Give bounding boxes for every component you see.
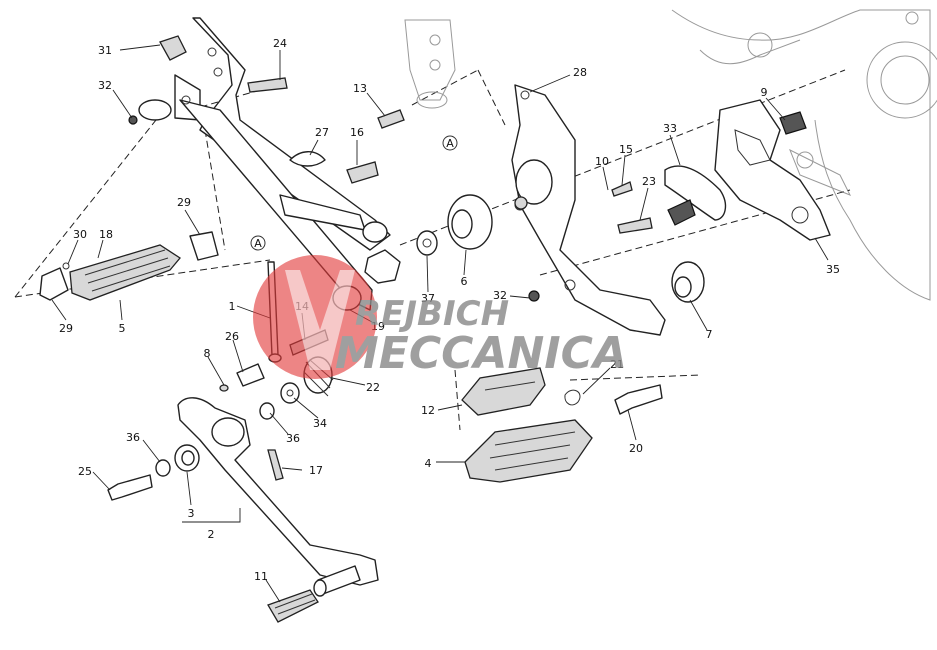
callout-2: 2 — [208, 528, 215, 541]
lever-tip-pad-11 — [267, 589, 319, 623]
bolt-part-20 — [614, 384, 663, 415]
callout-29-bottom: 29 — [59, 322, 73, 335]
callout-36-left: 36 — [126, 431, 140, 444]
watermark-red-disc — [253, 255, 377, 379]
callout-4: 4 — [425, 457, 432, 470]
callout-16: 16 — [350, 126, 364, 139]
spring-clip-21 — [564, 389, 581, 406]
callout-6: 6 — [461, 275, 468, 288]
callout-9: 9 — [761, 86, 768, 99]
callout-32-top: 32 — [98, 79, 112, 92]
callout-33: 33 — [663, 122, 677, 135]
callout-34: 34 — [313, 417, 327, 430]
watermark-logo: REJBICH MECCANICA — [253, 255, 627, 379]
footpeg-bracket — [138, 17, 391, 311]
callout-25: 25 — [78, 465, 92, 478]
callout-23: 23 — [642, 175, 656, 188]
callout-15: 15 — [619, 143, 633, 156]
callout-28: 28 — [573, 66, 587, 79]
callout-17: 17 — [309, 464, 323, 477]
callout-24: 24 — [273, 37, 287, 50]
footpeg-part-4 — [464, 419, 593, 483]
watermark-line-1: REJBICH — [355, 294, 509, 334]
plate-part-35 — [714, 99, 831, 241]
footpeg-rubber-12 — [461, 367, 546, 416]
spring-part-27 — [289, 151, 326, 167]
reference-marker-a-left: A — [250, 235, 266, 251]
callout-22: 22 — [366, 381, 380, 394]
callout-7: 7 — [706, 328, 713, 341]
callout-26: 26 — [225, 330, 239, 343]
lever-assembly-2 — [174, 397, 379, 597]
callout-36-middle: 36 — [286, 432, 300, 445]
washer-part-7 — [671, 261, 705, 303]
switch-part-9 — [779, 111, 807, 135]
bolt-part-25 — [107, 474, 153, 501]
watermark-line-2: MECCANICA — [335, 328, 627, 379]
callout-29-top: 29 — [177, 196, 191, 209]
rider-footpeg-5 — [39, 231, 219, 301]
callout-12: 12 — [421, 404, 435, 417]
spring-cap-31 — [159, 35, 187, 61]
callout-35: 35 — [826, 263, 840, 276]
master-cylinder-ghost — [404, 19, 456, 109]
bracket-part-33 — [664, 165, 727, 226]
callout-18: 18 — [99, 228, 113, 241]
callout-32-middle: 32 — [493, 289, 507, 302]
callout-27: 27 — [315, 126, 329, 139]
callout-5: 5 — [119, 322, 126, 335]
engine-casing-outline — [671, 9, 937, 301]
callout-11: 11 — [254, 570, 268, 583]
roller-part-6 — [364, 194, 493, 284]
callout-37: 37 — [421, 292, 435, 305]
callout-30: 30 — [73, 228, 87, 241]
callout-13: 13 — [353, 82, 367, 95]
reference-marker-a-top-label: A — [446, 137, 454, 150]
callout-10: 10 — [595, 155, 609, 168]
callout-21: 21 — [610, 358, 624, 371]
reference-marker-a-left-label: A — [254, 237, 262, 250]
callout-1: 1 — [229, 300, 236, 313]
callout-20: 20 — [629, 442, 643, 455]
callout-8: 8 — [204, 347, 211, 360]
reference-marker-a-top: A — [442, 135, 458, 151]
watermark-mark — [285, 270, 355, 370]
callout-31: 31 — [98, 44, 112, 57]
callout-3: 3 — [188, 507, 195, 520]
heel-guard-plate — [511, 84, 666, 336]
